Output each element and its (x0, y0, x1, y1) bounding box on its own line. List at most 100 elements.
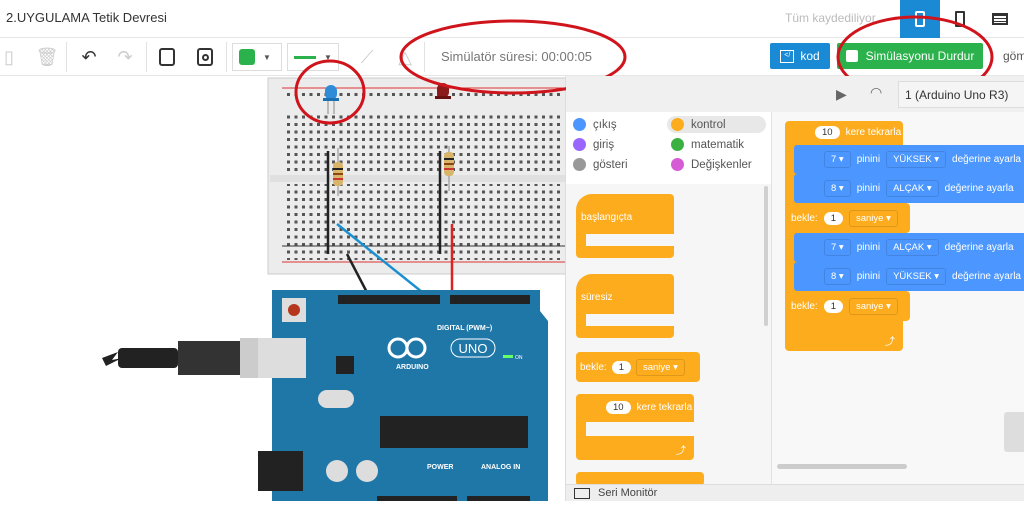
board-select[interactable]: 1 (Arduino Uno R3) (898, 81, 1024, 108)
paste-button[interactable]: ▯ (0, 44, 22, 70)
block-label: bekle: (791, 212, 818, 224)
category-1[interactable]: kontrol (667, 116, 766, 133)
divider (66, 42, 67, 72)
project-title[interactable]: 2.UYGULAMA Tetik Devresi (6, 10, 167, 25)
code-icon: </ (780, 49, 795, 63)
step-icon[interactable]: ▶︎ (836, 86, 847, 102)
pin-dropdown[interactable]: 7 ▾ (824, 151, 851, 168)
block-label: pinini (856, 183, 881, 194)
undo-button[interactable]: ↶ (76, 44, 102, 70)
category-label: kontrol (691, 118, 726, 131)
pin-dropdown[interactable]: 7 ▾ (824, 239, 851, 256)
chevron-down-icon: ▼ (324, 52, 332, 62)
color-swatch (239, 49, 255, 65)
notes-visibility-button[interactable] (192, 44, 218, 70)
circuit-canvas[interactable]: UNO ARDUINO DIGITAL (PWM~) POWER ANALOG … (0, 76, 569, 501)
block-label: değerine ayarla (952, 271, 1021, 282)
stop-label: Simülasyonu Durdur (865, 49, 975, 63)
category-dot-icon (573, 118, 586, 131)
category-dot-icon (671, 118, 684, 131)
wait-value-input[interactable]: 1 (823, 211, 843, 225)
pin-value: 7 (831, 242, 837, 253)
arduino-board[interactable]: UNO ARDUINO DIGITAL (PWM~) POWER ANALOG … (258, 290, 548, 501)
block-partial[interactable] (576, 472, 704, 486)
block-wait[interactable]: bekle: 1 saniye ▾ (576, 352, 700, 382)
unit-dropdown[interactable]: saniye ▾ (848, 297, 898, 315)
title-bar: 2.UYGULAMA Tetik Devresi Tüm kaydediliyo… (0, 0, 1024, 38)
wire-type-picker[interactable]: ▼ (287, 43, 339, 71)
resistor-1[interactable] (333, 148, 343, 196)
loop-arrow-icon: ⤴ (885, 337, 895, 348)
block-label: değerine ayarla (944, 242, 1014, 253)
palette-scrollbar[interactable] (764, 186, 768, 326)
state-dropdown[interactable]: ALÇAK ▾ (886, 239, 939, 256)
breadboard[interactable] (267, 77, 569, 275)
wait-block[interactable]: bekle: 1 saniye ▾ (786, 203, 910, 233)
rotate-button[interactable]: ⟋ (354, 44, 380, 70)
pin-value: 8 (831, 271, 837, 282)
color-picker[interactable]: ▼ (232, 43, 282, 71)
board-brand: ARDUINO (396, 364, 429, 371)
wait-value-input[interactable]: 1 (823, 299, 843, 313)
workspace-scrollbar[interactable] (777, 464, 907, 469)
stop-simulation-button[interactable]: Simülasyonu Durdur (837, 43, 983, 69)
repeat-value-input[interactable]: 10 (815, 126, 840, 139)
pin-value: 8 (831, 183, 837, 194)
unit-label: saniye (855, 300, 884, 312)
unit-dropdown[interactable]: saniye ▾ (635, 358, 685, 376)
state-value: ALÇAK (893, 242, 925, 253)
divider (146, 42, 147, 72)
unit-label: saniye (855, 212, 884, 224)
list-icon (992, 13, 1008, 25)
category-4[interactable]: gösteri (573, 158, 628, 171)
serial-monitor-bar[interactable]: Seri Monitör (566, 484, 1024, 501)
delete-button[interactable]: 🗑 (34, 44, 60, 70)
state-dropdown[interactable]: ALÇAK ▾ (886, 180, 939, 197)
category-dot-icon (671, 138, 684, 151)
digital-label: DIGITAL (PWM~) (437, 325, 492, 332)
trash-icon[interactable] (1004, 412, 1024, 452)
code-button[interactable]: </kod (770, 43, 830, 69)
flip-button[interactable]: △ (392, 44, 418, 70)
block-on-start[interactable]: başlangıçta (576, 194, 674, 258)
circuit-view-button[interactable] (900, 0, 940, 38)
divider (424, 42, 425, 72)
wire-icon (294, 55, 316, 59)
flip-icon: △ (398, 46, 412, 67)
block-label: bekle: (580, 361, 607, 373)
debug-icon[interactable]: ◠ (870, 84, 883, 100)
unit-dropdown[interactable]: saniye ▾ (848, 209, 898, 227)
redo-icon: ↷ (117, 46, 133, 67)
wait-value-input[interactable]: 1 (611, 360, 631, 374)
resistor-2[interactable] (444, 146, 454, 191)
category-label: matematik (691, 138, 745, 151)
category-0[interactable]: çıkış (573, 118, 617, 131)
component-list-button[interactable] (980, 0, 1020, 38)
category-2[interactable]: giriş (573, 138, 614, 151)
repeat-value-input[interactable]: 10 (606, 401, 631, 414)
state-dropdown[interactable]: YÜKSEK ▾ (886, 268, 947, 285)
category-label: gösteri (593, 158, 628, 171)
paste-icon: ▯ (4, 46, 14, 67)
schematic-view-button[interactable] (940, 0, 980, 38)
redo-button[interactable]: ↷ (112, 44, 138, 70)
pin-dropdown[interactable]: 8 ▾ (824, 268, 851, 285)
category-5[interactable]: Değişkenler (671, 158, 752, 171)
embed-button[interactable]: göm (1003, 49, 1024, 63)
save-status: Tüm kaydediliyor (785, 11, 876, 25)
category-3[interactable]: matematik (671, 138, 744, 151)
block-forever[interactable]: süresiz (576, 274, 674, 338)
pin-dropdown[interactable]: 8 ▾ (824, 180, 851, 197)
note-toggle-icon (197, 48, 213, 66)
note-button[interactable] (154, 44, 180, 70)
state-dropdown[interactable]: YÜKSEK ▾ (886, 151, 947, 168)
